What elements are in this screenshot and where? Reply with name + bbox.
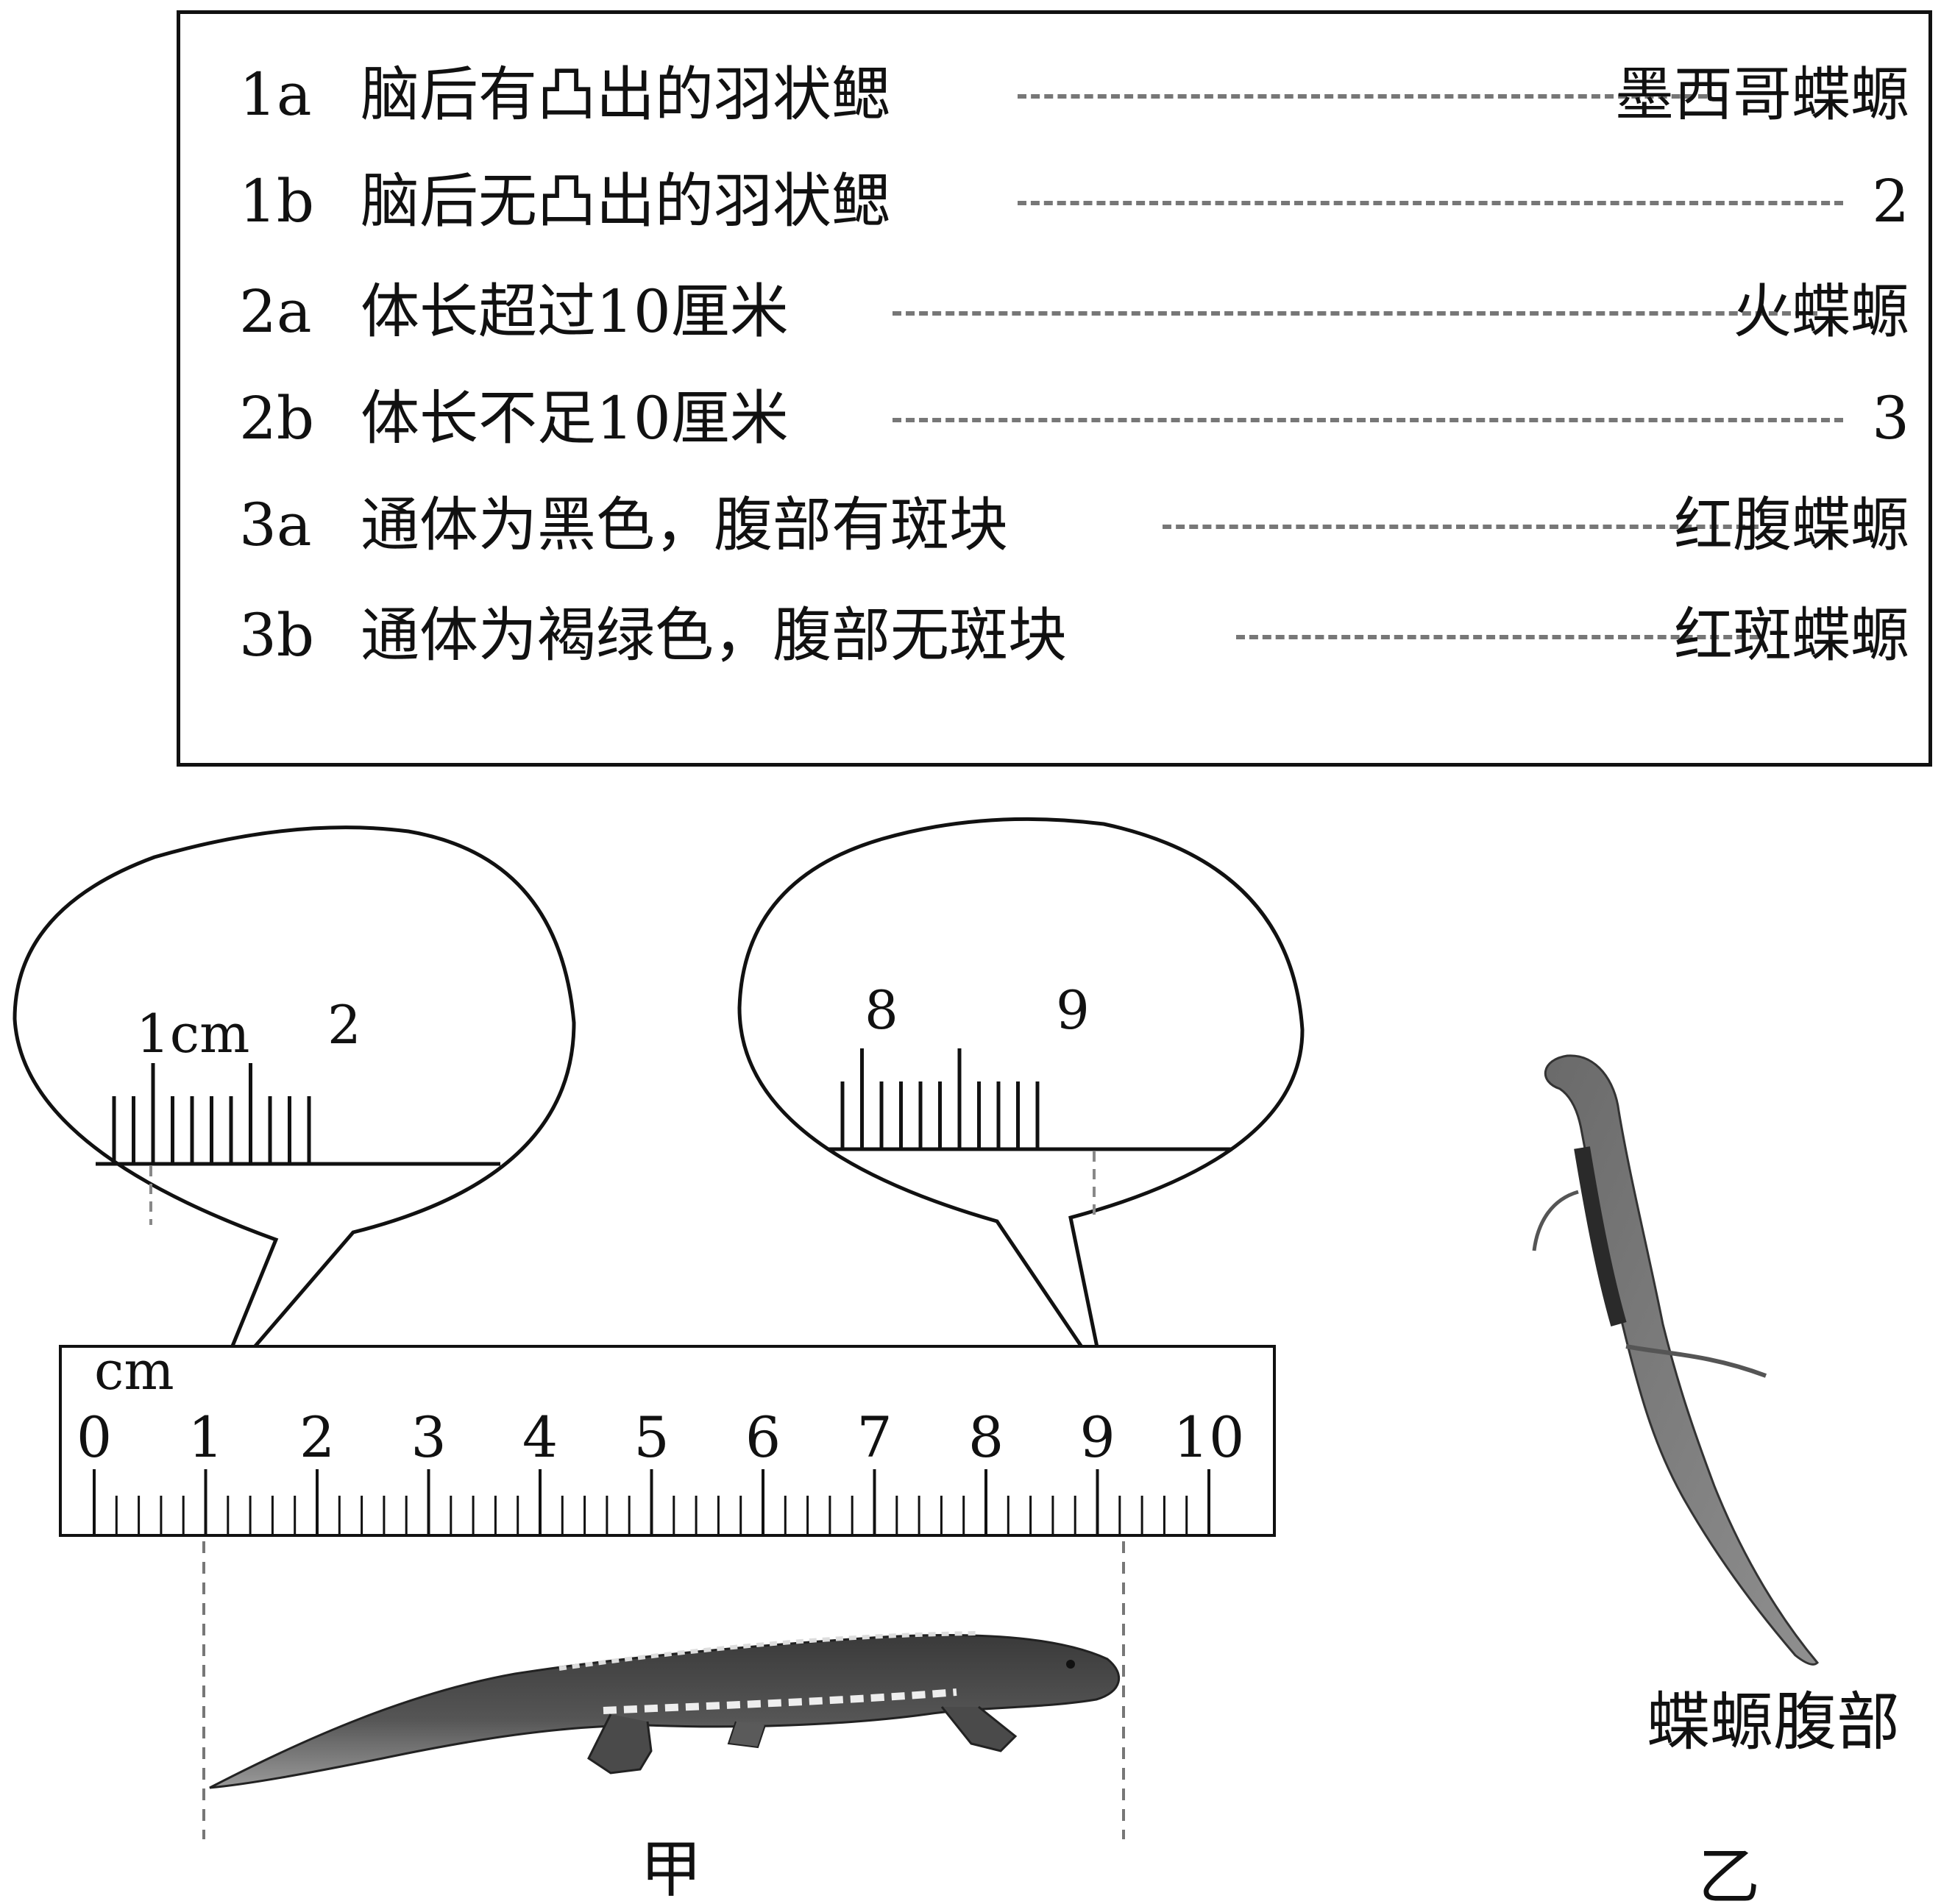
ruler-label-1: 1 [188, 1404, 223, 1470]
key-row: 2b 体长不足10厘米 3 [180, 378, 1928, 459]
zoom-bubble-right [737, 817, 1305, 1381]
caption-yi: 乙 [1698, 1841, 1760, 1904]
key-description: 脑后无凸出的羽状鳃 [361, 167, 890, 235]
key-row: 1b 脑后无凸出的羽状鳃 2 [180, 161, 1928, 242]
ruler-label-2: 2 [299, 1404, 335, 1470]
ruler-label-7: 7 [856, 1404, 892, 1470]
zoom-bubble-left [13, 825, 576, 1398]
key-code: 1b [239, 167, 315, 235]
key-description: 脑后有凸出的羽状鳃 [361, 60, 890, 129]
key-leader-line [1018, 94, 1707, 99]
key-code: 2a [239, 277, 312, 346]
ruler-label-5: 5 [634, 1404, 669, 1470]
key-leader-line [893, 311, 1817, 316]
caption-belly: 蝶螈腹部 [1647, 1685, 1900, 1759]
zoom-left-label-2: 2 [327, 994, 361, 1056]
newt-side-view [209, 1631, 1121, 1789]
key-row: 1a 脑后有凸出的羽状鳃 墨西哥蝶螈 [180, 54, 1928, 135]
ruler-label-0: 0 [77, 1404, 112, 1470]
key-code: 1a [239, 60, 312, 129]
key-row: 2a 体长超过10厘米 火蝶螈 [180, 271, 1928, 352]
key-result: 2 [1872, 167, 1909, 235]
key-leader-line [1163, 525, 1759, 529]
key-code: 2b [239, 384, 315, 452]
key-result: 火蝶螈 [1733, 277, 1909, 346]
zoom-right-label-9: 9 [1056, 979, 1090, 1041]
zoom-left-scale [96, 1063, 500, 1166]
ruler [59, 1345, 1276, 1537]
key-row: 3b 通体为褐绿色，腹部无斑块 红斑蝶螈 [180, 595, 1928, 676]
zoom-left-label-1cm: 1cm [136, 1003, 249, 1065]
key-result: 红斑蝶螈 [1674, 601, 1909, 669]
key-leader-line [1018, 201, 1843, 205]
key-description: 体长超过10厘米 [361, 277, 789, 346]
key-result: 红腹蝶螈 [1674, 491, 1909, 559]
key-result: 墨西哥蝶螈 [1615, 60, 1909, 129]
dichotomous-key: 1a 脑后有凸出的羽状鳃 墨西哥蝶螈 1b 脑后无凸出的羽状鳃 2 2a 体长超过10厘米 火蝶… [177, 10, 1932, 767]
key-description: 通体为黑色，腹部有斑块 [361, 491, 1008, 559]
key-code: 3a [239, 491, 312, 559]
key-result: 3 [1872, 384, 1909, 452]
key-description: 体长不足10厘米 [361, 384, 789, 452]
key-leader-line [1236, 635, 1759, 639]
ruler-label-4: 4 [522, 1404, 558, 1470]
ruler-number-labels: 0 1 2 3 4 5 6 7 8 9 10 [77, 1404, 1245, 1470]
ruler-label-8: 8 [968, 1404, 1004, 1470]
zoom-right-scale [828, 1048, 1232, 1151]
ruler-label-3: 3 [411, 1404, 446, 1470]
zoom-right-label-8: 8 [865, 979, 898, 1041]
key-leader-line [893, 418, 1843, 422]
key-code: 3b [239, 601, 315, 669]
caption-jia: 甲 [640, 1833, 702, 1904]
key-row: 3a 通体为黑色，腹部有斑块 红腹蝶螈 [180, 485, 1928, 566]
ruler-label-9: 9 [1079, 1404, 1115, 1470]
key-description: 通体为褐绿色，腹部无斑块 [361, 601, 1067, 669]
ruler-label-10: 10 [1174, 1404, 1245, 1470]
ruler-label-6: 6 [745, 1404, 781, 1470]
newt-top-view [1532, 1054, 1820, 1666]
ruler-ticks [93, 1469, 1210, 1534]
ruler-unit: cm [94, 1340, 174, 1402]
